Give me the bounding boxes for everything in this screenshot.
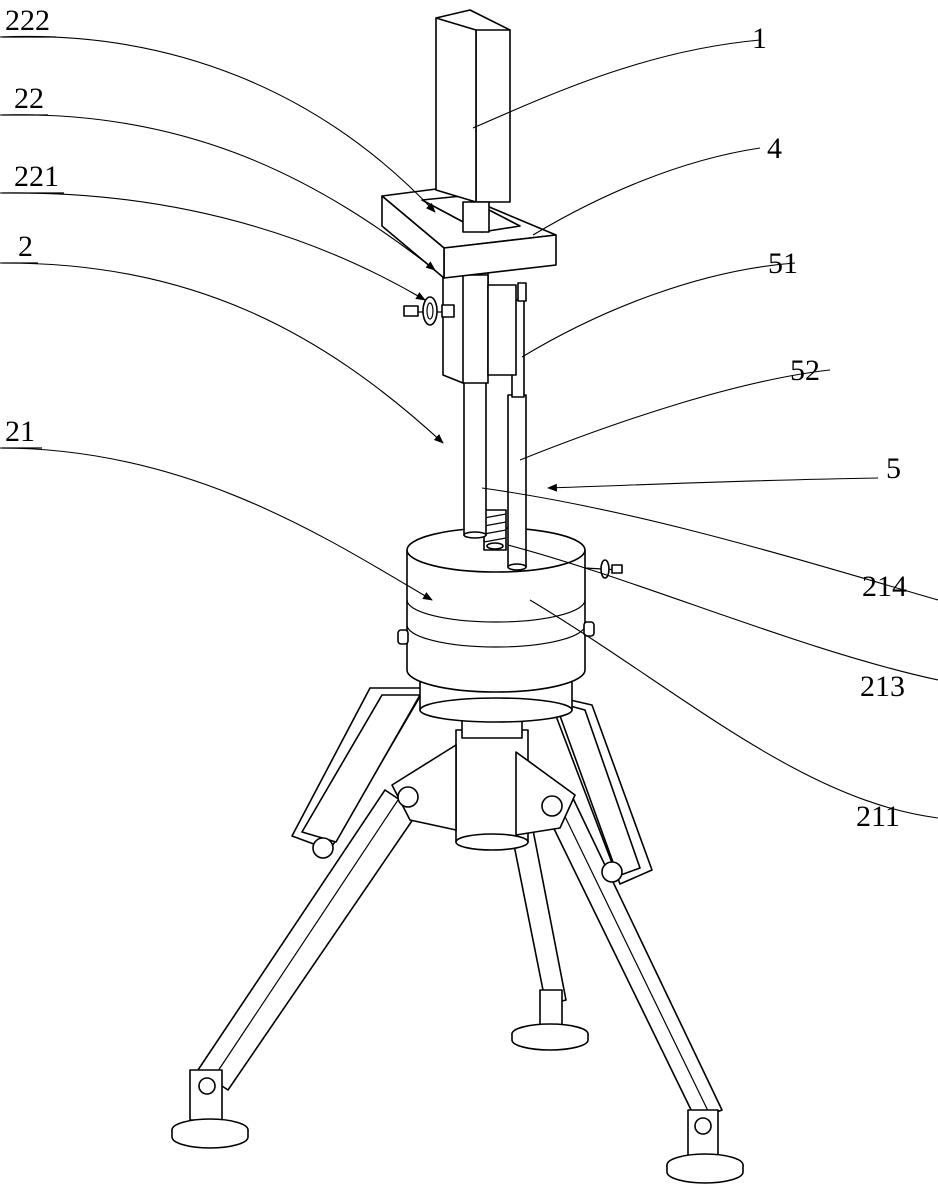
label-52: 52 <box>790 354 820 387</box>
left-leg <box>172 790 418 1148</box>
lead-screw <box>484 510 506 550</box>
label-221: 221 <box>14 160 59 193</box>
label-22: 22 <box>14 82 44 115</box>
label-222: 222 <box>5 4 50 37</box>
label-1: 1 <box>752 22 767 55</box>
label-4: 4 <box>767 132 782 165</box>
label-21: 21 <box>5 415 35 448</box>
clamp-block <box>404 260 516 383</box>
label-211: 211 <box>856 800 900 833</box>
label-5: 5 <box>886 452 901 485</box>
label-2: 2 <box>18 230 33 263</box>
label-51: 51 <box>768 247 798 280</box>
label-213: 213 <box>860 670 905 703</box>
label-214: 214 <box>862 570 907 603</box>
main-pole <box>464 380 486 538</box>
center-hub <box>392 705 575 850</box>
